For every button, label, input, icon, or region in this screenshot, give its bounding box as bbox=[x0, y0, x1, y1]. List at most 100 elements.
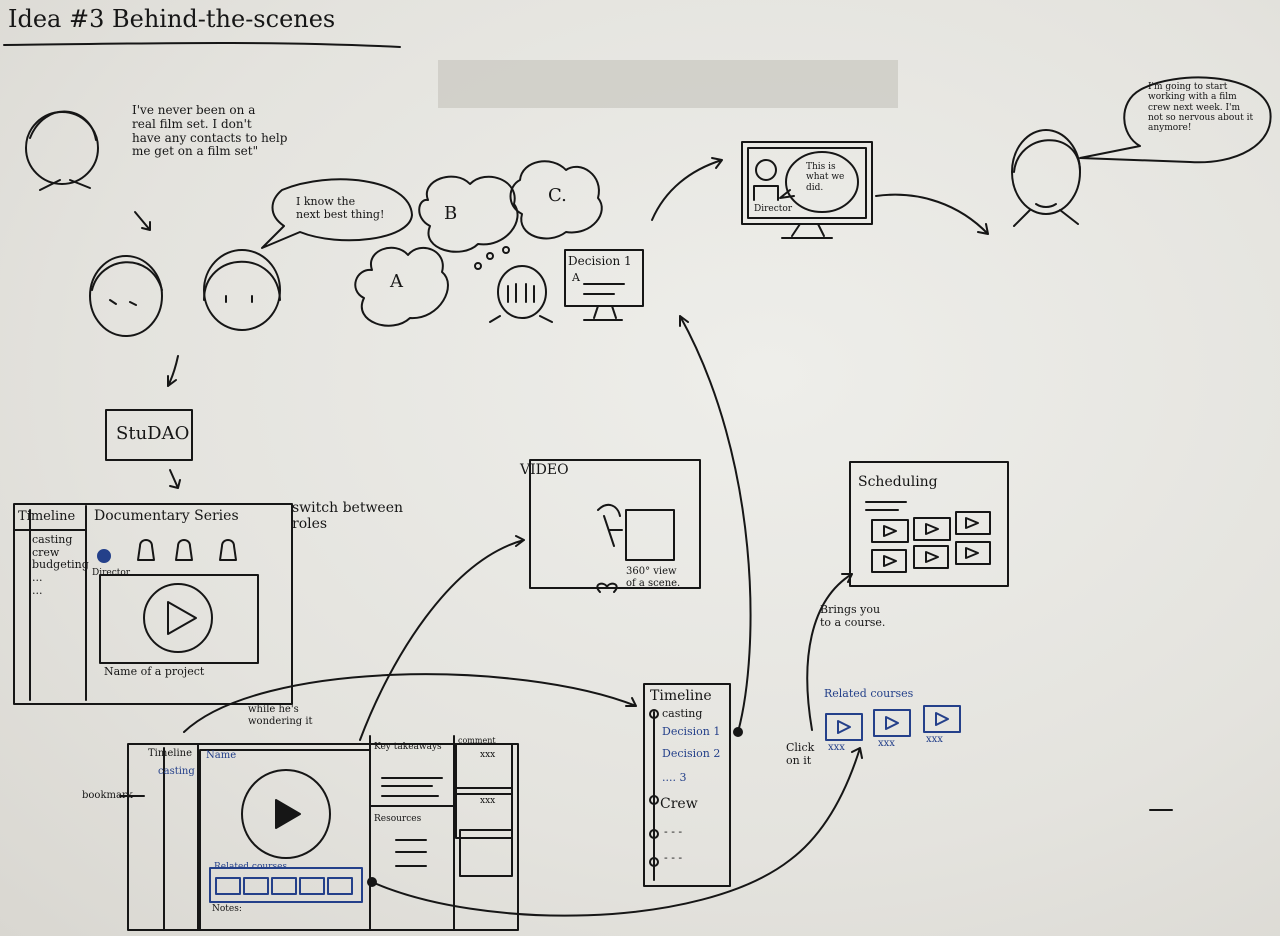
decision-title: Decision 1 bbox=[568, 254, 632, 268]
monitor-speech-line: did. bbox=[806, 182, 824, 193]
monitor-speech-line: what we bbox=[806, 172, 845, 183]
video-caption: 360° view of a scene. bbox=[626, 566, 680, 589]
timeline-item-decision-2[interactable]: Decision 2 bbox=[662, 747, 721, 760]
timeline-item-crew[interactable]: Crew bbox=[660, 796, 698, 812]
intro-quote: I've never been on a real film set. I do… bbox=[132, 103, 288, 159]
doc-timeline-title: Timeline bbox=[18, 509, 76, 524]
doc-project-label: Name of a project bbox=[104, 665, 205, 678]
intro-quote-line: have any contacts to help bbox=[132, 130, 288, 145]
timeline-item-more[interactable]: - - - bbox=[664, 851, 683, 864]
related-caption-1: xxx bbox=[828, 742, 845, 753]
intro-quote-line: real film set. I don't bbox=[132, 116, 252, 131]
next-best-line: I know the bbox=[296, 195, 356, 208]
detail-screen bbox=[127, 735, 519, 931]
while-wondering-note: while he's wondering it bbox=[248, 704, 313, 727]
doc-role-label[interactable]: Director bbox=[92, 568, 131, 578]
detail-related-label: Related courses bbox=[214, 862, 288, 872]
thought-cloud-c bbox=[509, 160, 603, 240]
doc-timeline-item[interactable]: casting bbox=[32, 533, 73, 546]
arrow-to-scheduling bbox=[806, 573, 853, 731]
timeline-panel bbox=[643, 683, 743, 887]
video-panel bbox=[529, 459, 701, 593]
thought-cloud-b bbox=[418, 175, 519, 253]
click-on-it-line: on it bbox=[786, 753, 812, 767]
outro-bubble bbox=[1079, 76, 1272, 164]
next-best-text: I know the next best thing! bbox=[296, 195, 385, 221]
detail-comment-user-a: xxx bbox=[480, 750, 496, 760]
doc-timeline-item[interactable]: crew bbox=[32, 545, 60, 559]
video-caption-line: of a scene. bbox=[626, 577, 681, 589]
outro-quote-line: anymore! bbox=[1148, 123, 1192, 134]
arrow-to-studao bbox=[167, 355, 179, 387]
brings-course-line: Brings you bbox=[820, 603, 881, 616]
option-a-label: A bbox=[390, 271, 403, 292]
thought-cloud-a bbox=[354, 246, 449, 327]
brings-course-note: Brings you to a course. bbox=[820, 603, 886, 629]
next-best-bubble bbox=[261, 178, 413, 249]
friend-character-1 bbox=[89, 255, 163, 337]
option-c-label: C. bbox=[548, 185, 567, 206]
outro-quote-line: not so nervous about it bbox=[1148, 113, 1254, 124]
option-b-label: B bbox=[444, 203, 458, 224]
outro-quote-line: I'm going to start bbox=[1148, 82, 1228, 92]
timeline-item-casting[interactable]: casting bbox=[662, 707, 703, 720]
thinking-character bbox=[489, 265, 553, 323]
arrow-detail-to-timeline bbox=[183, 673, 637, 733]
doc-timeline-item[interactable]: budgeting bbox=[32, 558, 89, 572]
detail-casting[interactable]: casting bbox=[158, 766, 195, 777]
brings-course-line: to a course. bbox=[820, 615, 886, 629]
detail-comment-user-b: xxx bbox=[480, 796, 496, 806]
detail-timeline-title: Timeline bbox=[148, 748, 193, 759]
intro-character bbox=[25, 110, 99, 191]
erased-smudge bbox=[438, 60, 898, 108]
arrow-monitor-to-character bbox=[875, 193, 989, 235]
bookmark-label: bookmark bbox=[82, 790, 133, 801]
switch-roles-line: roles bbox=[292, 516, 328, 533]
video-caption-line: 360° view bbox=[626, 566, 677, 577]
title-underline bbox=[3, 41, 401, 48]
arrow-decision-to-monitor bbox=[651, 157, 723, 221]
outro-character bbox=[1011, 129, 1081, 227]
detail-key-label: Key takeaways bbox=[374, 742, 442, 752]
switch-roles-note: switch between roles bbox=[292, 500, 403, 532]
timeline-panel-title: Timeline bbox=[650, 688, 712, 704]
next-best-line: next best thing! bbox=[296, 207, 385, 221]
monitor-label: Director bbox=[754, 204, 793, 214]
video-title: VIDEO bbox=[520, 462, 569, 478]
detail-notes-label: Notes: bbox=[212, 904, 242, 914]
outro-quote-line: working with a film bbox=[1148, 92, 1237, 103]
studao-box bbox=[105, 409, 193, 461]
arrow-intro-down bbox=[134, 211, 151, 231]
arrow-timeline-to-decision bbox=[679, 315, 752, 733]
app-name: StuDAO bbox=[116, 423, 190, 444]
doc-timeline-list: casting crew budgeting ... ... bbox=[32, 533, 89, 597]
decision-screen-icon bbox=[564, 249, 644, 321]
arrow-detail-to-related bbox=[371, 747, 863, 917]
click-on-it-line: Click bbox=[786, 741, 815, 754]
doc-timeline-item[interactable]: ... bbox=[32, 583, 43, 597]
documentary-screen bbox=[13, 503, 293, 705]
outro-quote: I'm going to start working with a film c… bbox=[1148, 82, 1253, 134]
click-on-it-note: Click on it bbox=[786, 741, 815, 767]
scheduling-title: Scheduling bbox=[858, 474, 938, 490]
related-courses-thumbs bbox=[825, 705, 961, 741]
page-title: Idea #3 Behind-the-scenes bbox=[8, 5, 336, 33]
related-courses-title: Related courses bbox=[824, 687, 914, 700]
while-wondering-line: wondering it bbox=[248, 715, 313, 727]
doc-timeline-item[interactable]: ... bbox=[32, 570, 43, 584]
detail-name-label: Name bbox=[206, 750, 237, 761]
decision-option: A bbox=[572, 271, 580, 284]
intro-quote-line: me get on a film set" bbox=[132, 144, 259, 159]
doc-series-title: Documentary Series bbox=[94, 508, 239, 524]
monitor-speech-line: This is bbox=[806, 162, 836, 172]
related-caption-2: xxx bbox=[878, 738, 895, 749]
scheduling-panel bbox=[849, 461, 1009, 587]
detail-comment-label: comment bbox=[458, 736, 496, 745]
monitor-icon bbox=[741, 141, 873, 239]
timeline-item-decision-3[interactable]: .... 3 bbox=[662, 771, 687, 784]
switch-roles-line: switch between bbox=[292, 500, 404, 516]
monitor-speech: This is what we did. bbox=[806, 162, 844, 193]
timeline-item-more[interactable]: - - - bbox=[664, 825, 683, 838]
timeline-item-decision-1[interactable]: Decision 1 bbox=[662, 725, 721, 738]
friend-character-2 bbox=[203, 249, 281, 331]
